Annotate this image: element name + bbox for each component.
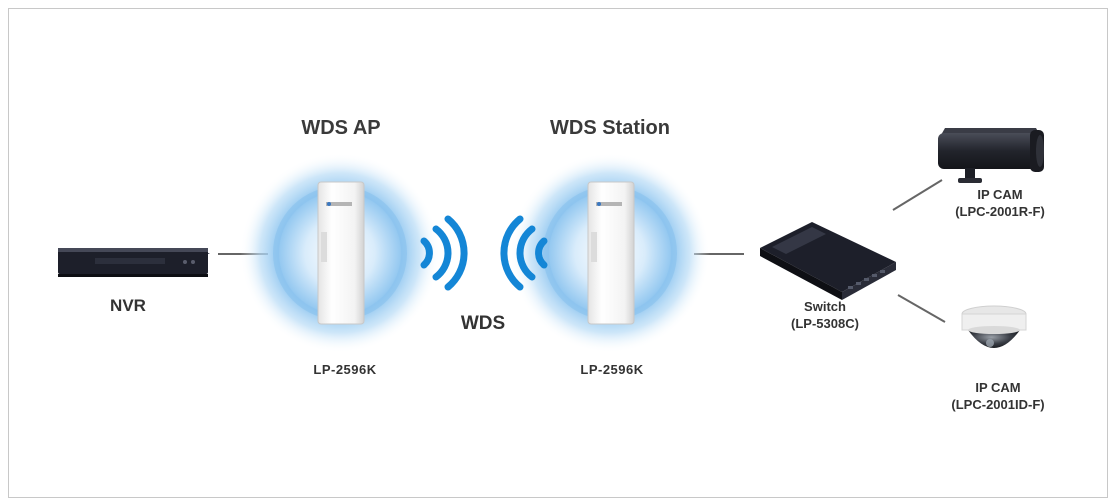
switch-name: Switch [770,298,880,315]
ap-model-label: LP-2596K [290,362,400,377]
cam2-model: (LPC-2001ID-F) [928,396,1068,413]
wds-ap-device [240,153,440,353]
cam2-name: IP CAM [928,379,1068,396]
wds-link-label: WDS [448,313,518,335]
wds-station-title: WDS Station [530,117,690,140]
cam1-label: IP CAM (LPC-2001R-F) [935,186,1065,220]
switch-device [760,222,896,300]
wds-ap-title: WDS AP [286,117,396,140]
switch-model: (LP-5308C) [770,315,880,332]
dome-camera-device [962,306,1026,348]
cam1-model: (LPC-2001R-F) [935,203,1065,220]
bullet-camera-device [938,128,1044,183]
cam1-name: IP CAM [935,186,1065,203]
nvr-device [58,248,210,277]
nvr-label: NVR [98,296,158,316]
switch-label: Switch (LP-5308C) [770,298,880,332]
cam2-label: IP CAM (LPC-2001ID-F) [928,379,1068,413]
switch-cam2-link [898,295,945,322]
station-model-label: LP-2596K [557,362,667,377]
